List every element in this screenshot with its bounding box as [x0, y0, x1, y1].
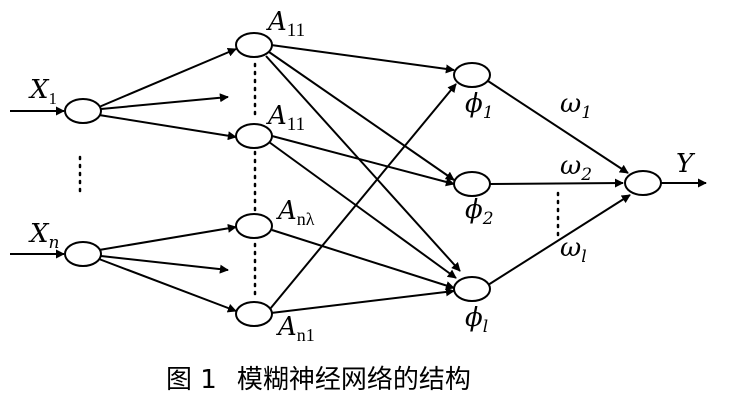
output-label: Y [676, 149, 696, 179]
membership-label: An1 [276, 312, 315, 345]
edge [268, 141, 457, 279]
edge [98, 223, 237, 251]
membership-label: A11 [266, 101, 305, 135]
rule-label-l: ϕl [465, 303, 488, 337]
membership-node [235, 301, 273, 327]
membership-label: A11 [266, 7, 305, 41]
membership-label: Anλ [276, 196, 315, 229]
rule-node-1 [453, 62, 491, 88]
edge [487, 194, 631, 286]
edge [270, 44, 455, 74]
edge [268, 51, 455, 181]
rule-node-2 [453, 171, 491, 197]
edge [270, 287, 455, 314]
weight-label-2: ω2 [560, 151, 592, 185]
membership-node [235, 213, 273, 239]
edge [100, 93, 229, 110]
edge [265, 55, 461, 272]
weight-label-1: ω1 [560, 89, 592, 123]
edge [98, 258, 237, 313]
weight-label-l: ωl [560, 233, 587, 267]
membership-node [235, 32, 273, 58]
input-label-x1: X1 [28, 75, 57, 108]
input-node-xn [64, 241, 102, 267]
input-label-xn: Xn [28, 219, 59, 253]
edge [487, 80, 629, 174]
rule-node-l [453, 276, 491, 302]
rule-label-1: ϕ1 [465, 89, 494, 123]
edge [269, 83, 457, 310]
input-node-x1 [64, 98, 102, 124]
rule-label-2: ϕ2 [465, 195, 494, 229]
edge [98, 48, 237, 108]
edge [271, 135, 455, 187]
edge [271, 229, 455, 290]
output-node [624, 170, 662, 196]
edge [98, 114, 237, 141]
membership-node [235, 123, 273, 149]
edge [100, 255, 229, 274]
edge [489, 178, 624, 188]
